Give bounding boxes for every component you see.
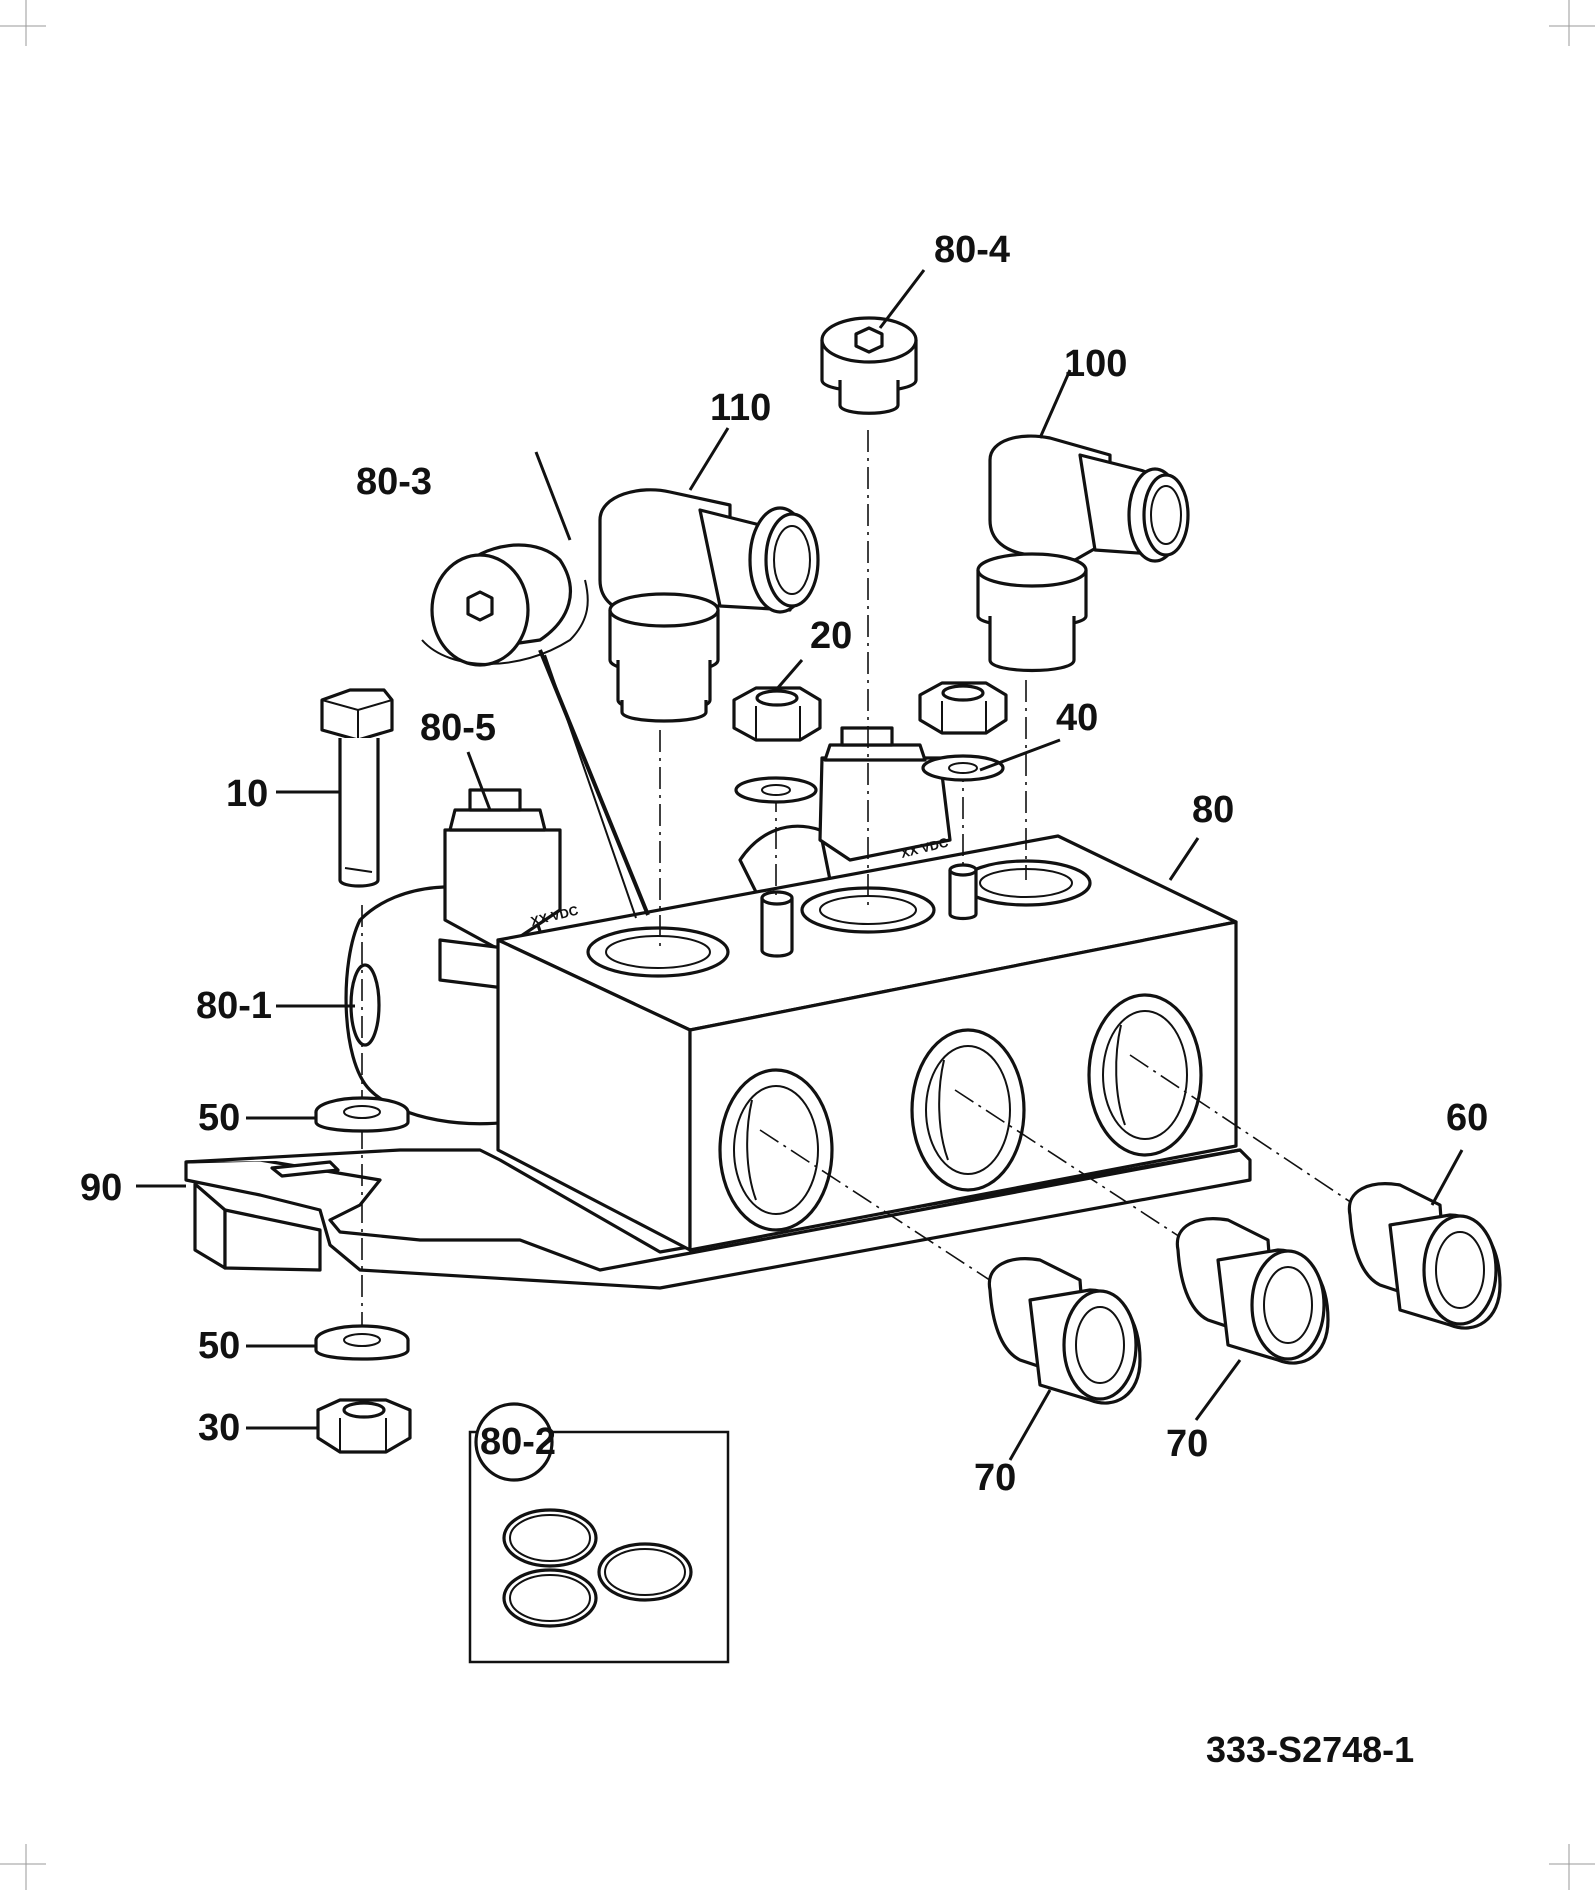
callout-70-right: 70 (1166, 1423, 1208, 1465)
plug-80-4 (820, 316, 918, 415)
callout-10: 10 (226, 773, 268, 815)
callout-30: 30 (198, 1407, 240, 1449)
plug-80-3 (421, 543, 589, 667)
callout-80-3: 80-3 (356, 461, 432, 503)
bolt (320, 688, 394, 888)
callout-80-2: 80-2 (480, 1421, 556, 1463)
fitting-60 (1347, 1182, 1502, 1330)
o-ring-kit (468, 1402, 730, 1664)
callout-20: 20 (810, 615, 852, 657)
washer-40-left (734, 776, 818, 804)
washer-upper (314, 1096, 410, 1133)
fitting-70-right (1175, 1217, 1330, 1365)
callout-80-1: 80-1 (196, 985, 272, 1027)
callout-110: 110 (710, 387, 771, 429)
callout-100: 100 (1064, 343, 1127, 385)
callout-80: 80 (1192, 789, 1234, 831)
hex-nut-30 (316, 1398, 412, 1454)
drawing-reference: 333-S2748-1 (1206, 1729, 1414, 1770)
leader-lines (136, 269, 1464, 1461)
callout-70-left: 70 (974, 1457, 1016, 1499)
callout-50-lower: 50 (198, 1325, 240, 1367)
valve-block (496, 834, 1238, 1252)
washer-40-right (921, 754, 1005, 782)
callout-90: 90 (80, 1167, 122, 1209)
washer-lower (314, 1324, 410, 1361)
studs (760, 863, 978, 958)
callout-80-4: 80-4 (934, 229, 1010, 271)
callout-60: 60 (1446, 1097, 1488, 1139)
hex-nut-20-left (732, 686, 822, 742)
assembly-lines (361, 430, 1371, 1340)
hex-nut-20-right (918, 681, 1008, 735)
callout-40: 40 (1056, 697, 1098, 739)
elbow-fitting-100 (976, 434, 1190, 673)
callout-80-5: 80-5 (420, 707, 496, 749)
callout-50-upper: 50 (198, 1097, 240, 1139)
solenoid-coil-right: XX VDC (738, 726, 952, 902)
callout-labels: 10 20 30 40 50 50 60 70 70 80 80-1 80-2 … (80, 229, 1488, 1499)
fitting-70-left (987, 1257, 1142, 1405)
elbow-fitting-110 (598, 488, 820, 723)
